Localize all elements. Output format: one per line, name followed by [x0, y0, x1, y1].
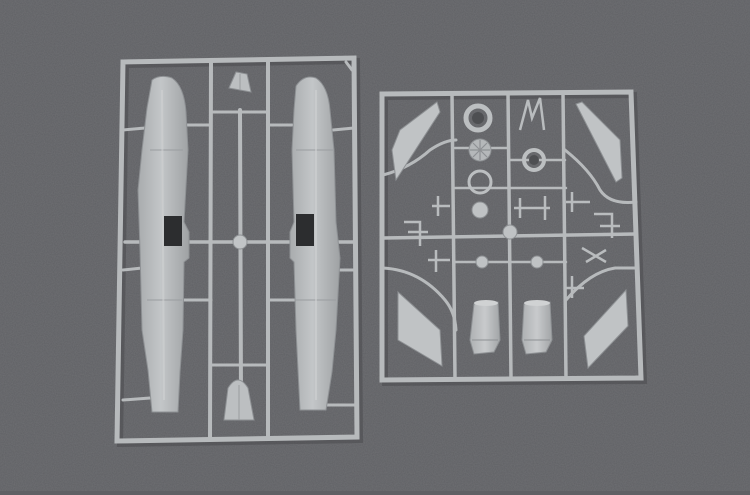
turbine-disc-part	[468, 138, 492, 162]
small-detail-parts	[404, 97, 620, 298]
exhaust-nozzle-left	[469, 300, 501, 355]
fin-bottom-left	[397, 290, 443, 367]
canopy-frame-part	[228, 71, 252, 93]
exhaust-nozzle-right	[521, 300, 553, 355]
fin-bottom-right	[583, 288, 629, 370]
tail-cone-part	[223, 379, 255, 421]
disc-part-4	[530, 255, 544, 269]
ring-part-3	[522, 148, 546, 172]
disc-part-3	[475, 255, 489, 269]
disc-part-1	[471, 201, 489, 219]
ring-part-2	[467, 169, 493, 195]
fuselage-half-left	[137, 75, 190, 413]
disc-part-2	[502, 224, 518, 240]
sprue-hub	[232, 234, 248, 250]
fin-top-left	[391, 101, 441, 182]
fuselage-half-right	[289, 76, 341, 411]
ring-part-1	[463, 103, 493, 133]
fin-top-right	[575, 101, 623, 183]
